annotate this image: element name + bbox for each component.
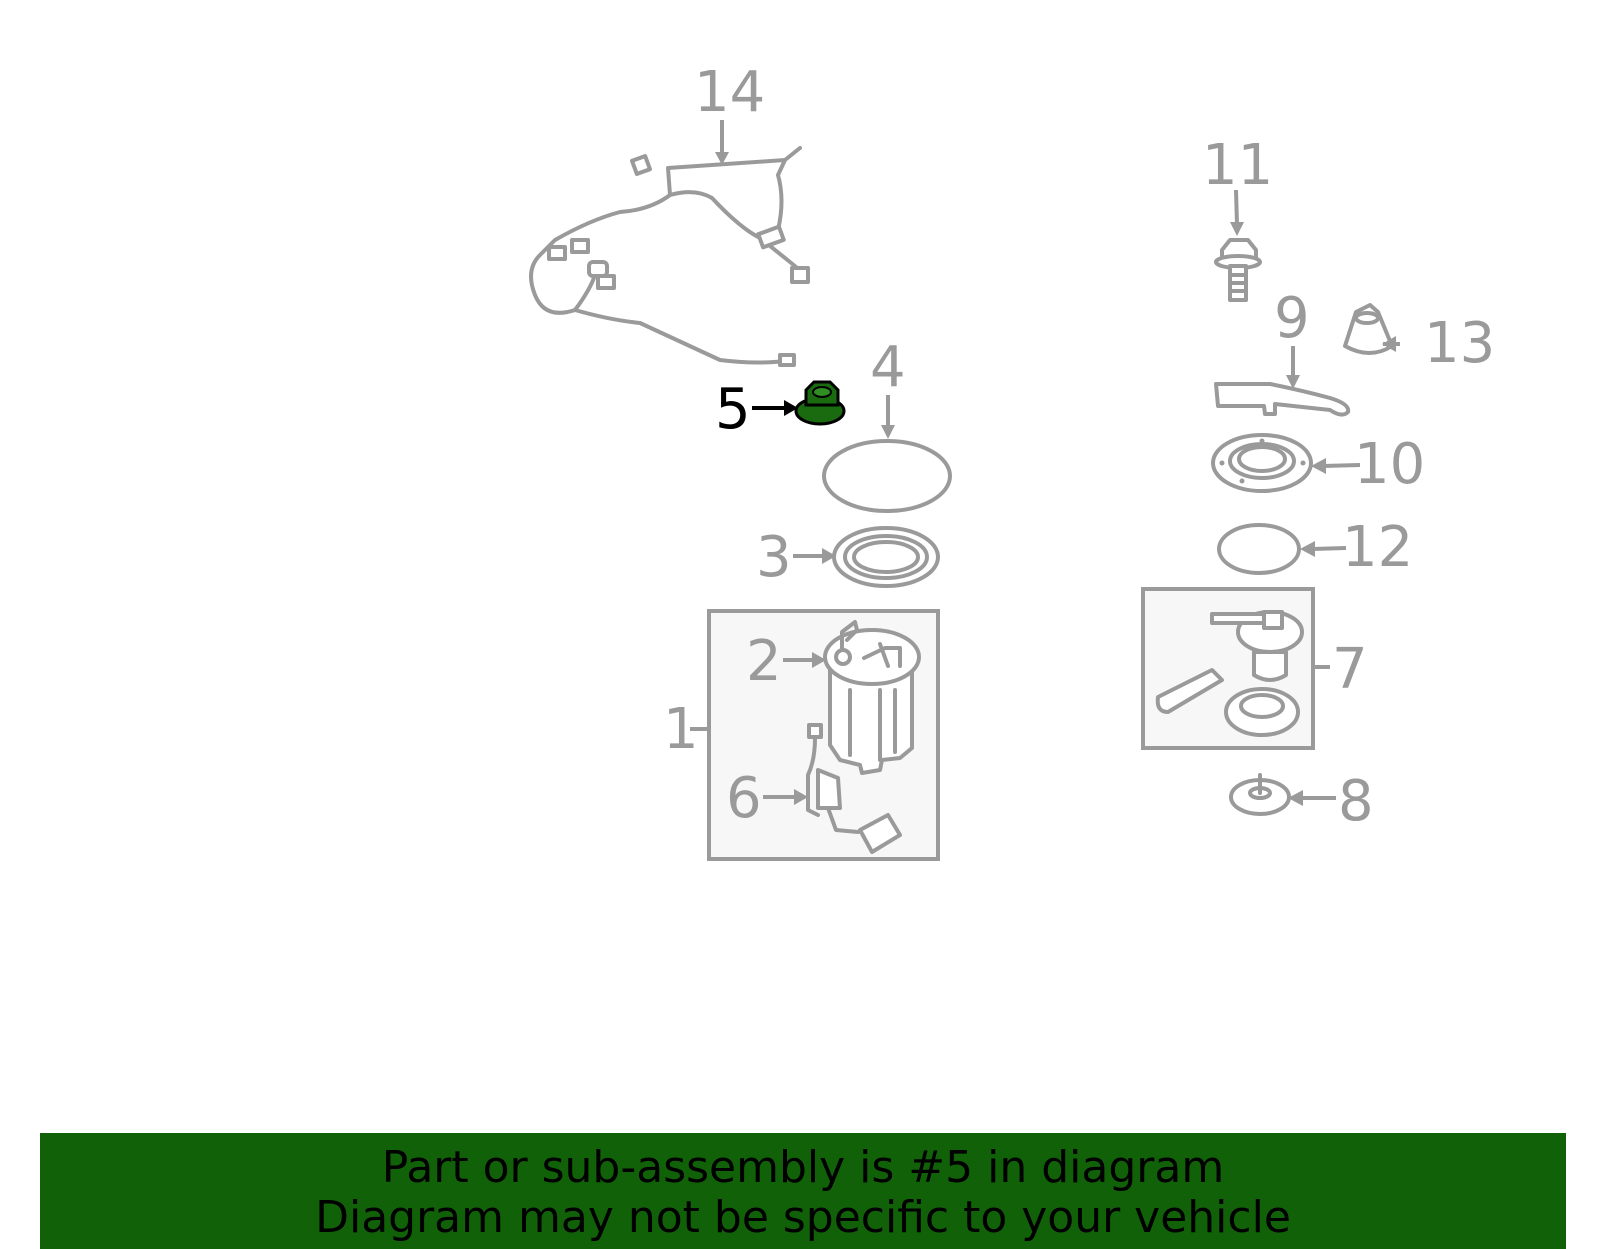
part-6-fuel-level-sender: [806, 723, 902, 854]
callout-8: 8: [1338, 769, 1374, 834]
callout-13: 13: [1424, 311, 1495, 376]
callout-4: 4: [870, 335, 906, 400]
info-banner: Part or sub-assembly is #5 in diagram Di…: [40, 1133, 1566, 1249]
callout-12: 12: [1342, 515, 1413, 580]
part-3-lock-ring: [832, 526, 940, 588]
part-1-fuel-pump-assembly: [690, 609, 940, 861]
callout-labels: 14 5 4 3 2 1 6 11 13 9 10 12 7 8: [663, 60, 1495, 834]
callout-11: 11: [1202, 133, 1273, 198]
callout-5[interactable]: 5: [715, 377, 751, 442]
callout-10: 10: [1354, 432, 1425, 497]
part-11-bolt: [1214, 238, 1262, 302]
callout-14: 14: [694, 60, 765, 125]
part-5-nut[interactable]: [794, 380, 846, 426]
part-14-wiring-harness: [529, 146, 810, 367]
callout-9: 9: [1274, 286, 1310, 351]
part-13-cap: [1343, 303, 1394, 355]
part-8-plug: [1229, 773, 1291, 816]
part-10-flange: [1211, 433, 1313, 493]
banner-line-2: Diagram may not be specific to your vehi…: [315, 1192, 1291, 1243]
callout-2: 2: [746, 629, 782, 694]
banner-line-1: Part or sub-assembly is #5 in diagram: [381, 1142, 1225, 1193]
callout-1: 1: [663, 697, 699, 762]
callout-7: 7: [1332, 637, 1368, 702]
leader-arrows: [715, 120, 1400, 806]
callout-6: 6: [726, 766, 762, 831]
part-2-fuel-pump-module: [823, 620, 921, 775]
part-12-o-ring: [1217, 523, 1301, 575]
part-4-gasket: [822, 439, 952, 513]
callout-3: 3: [756, 525, 792, 590]
part-7-filter-assembly: [1141, 587, 1330, 750]
part-9-bracket: [1214, 382, 1351, 417]
